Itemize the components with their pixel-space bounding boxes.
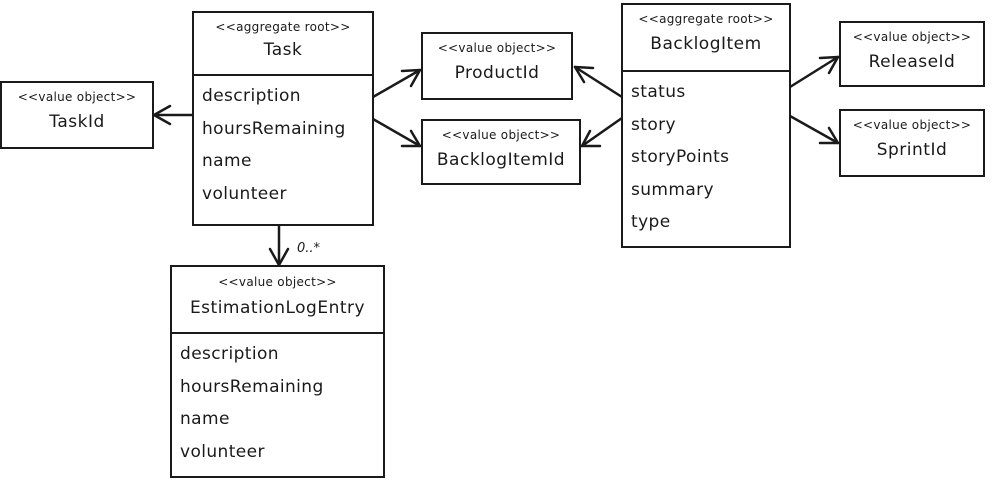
releaseid-name: ReleaseId [868,52,956,72]
arrow-task-to-estimationlogentry [268,224,290,267]
backlogitem-attribute: summary [631,179,715,200]
taskid-class-box: <<value object>> TaskId [0,81,154,149]
productid-stereotype: <<value object>> [437,41,557,55]
backlogitemid-class-box: <<value object>> BacklogItemId [421,119,581,185]
backlogitem-attribute: type [631,212,671,232]
productid-name: ProductId [454,63,540,83]
task-to-log-multiplicity: 0..* [297,241,321,256]
estimationlogentry-attribute: name [180,409,230,429]
task-attribute: name [202,151,252,171]
taskid-name: TaskId [49,112,105,132]
productid-class-box: <<value object>> ProductId [421,32,573,100]
task-attribute: description [202,86,301,106]
estimationlogentry-attribute: volunteer [180,441,265,462]
taskid-stereotype: <<value object>> [17,90,137,104]
task-attribute: hoursRemaining [202,118,346,139]
estimationlogentry-attribute: description [180,344,279,364]
arrow-backlogitem-to-backlogitemid [580,116,624,148]
estimationlogentry-stereotype: <<value object>> [218,275,337,289]
estimationlogentry-attribute: hoursRemaining [180,376,324,397]
estimationlogentry-name: EstimationLogEntry [189,298,366,318]
task-name: Task [263,40,303,60]
task-stereotype: <<aggregate root>> [215,20,351,34]
backlogitem-attributes: status story storyPoints summary type [623,72,789,239]
backlogitem-name: BacklogItem [650,34,762,54]
backlogitem-stereotype: <<aggregate root>> [638,12,774,26]
estimationlogentry-attributes: description hoursRemaining name voluntee… [172,334,383,468]
arrow-backlogitem-to-sprintid [788,114,840,145]
task-divider [194,74,372,76]
sprintid-class-box: <<value object>> SprintId [839,109,985,177]
task-class-box: <<aggregate root>> Task description hour… [192,11,374,226]
arrow-backlogitem-to-releaseid [788,55,840,89]
backlogitem-class-box: <<aggregate root>> BacklogItem status st… [621,3,791,248]
estimationlogentry-class-box: <<value object>> EstimationLogEntry desc… [170,265,385,478]
arrow-task-to-backlogitemid [371,117,422,148]
arrow-task-to-taskid [152,104,195,126]
backlogitem-attribute: storyPoints [631,147,730,167]
task-attributes: description hoursRemaining name voluntee… [194,76,372,210]
backlogitem-attribute: status [631,82,686,102]
sprintid-stereotype: <<value object>> [852,118,972,132]
task-attribute: volunteer [202,183,287,204]
releaseid-stereotype: <<value object>> [852,30,972,44]
estimationlogentry-divider [172,332,383,334]
backlogitem-attribute: story [631,114,676,135]
backlogitemid-name: BacklogItemId [436,150,566,170]
releaseid-class-box: <<value object>> ReleaseId [839,21,985,87]
sprintid-name: SprintId [876,140,948,160]
arrow-backlogitem-to-productid [573,65,624,99]
backlogitem-divider [623,70,789,72]
arrow-task-to-productid [371,68,422,99]
backlogitemid-stereotype: <<value object>> [441,128,561,142]
